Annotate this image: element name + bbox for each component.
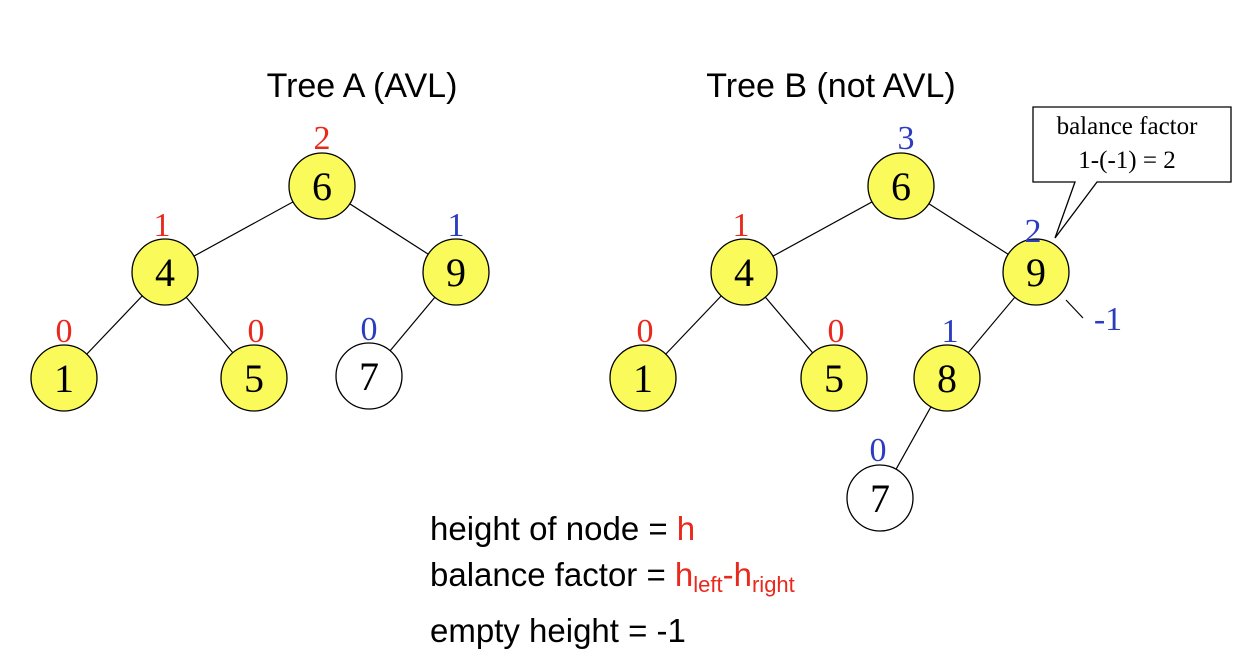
tree-node-a6: 62 xyxy=(288,120,356,220)
tree-node-b7: 70 xyxy=(846,432,914,532)
tree-node-a9: 91 xyxy=(422,207,490,306)
node-key: 1 xyxy=(633,356,653,401)
tree-node-b6: 63 xyxy=(867,120,935,220)
callout-line-2: 1-(-1) = 2 xyxy=(1078,147,1175,174)
tree-node-a1: 10 xyxy=(30,313,98,412)
node-height-label: 0 xyxy=(56,313,73,350)
node-key: 4 xyxy=(734,250,754,295)
legend-balance-formula: hleft-hright xyxy=(674,556,795,597)
legend-minus: - xyxy=(722,556,734,593)
tree-node-b5: 50 xyxy=(800,313,868,412)
tree-node-a4: 41 xyxy=(131,207,199,306)
node-key: 4 xyxy=(155,250,175,295)
node-key: 9 xyxy=(446,250,466,295)
node-key: 6 xyxy=(312,164,332,209)
node-circle xyxy=(913,344,981,412)
node-key: 7 xyxy=(870,476,890,521)
node-circle xyxy=(867,152,935,220)
node-height-label: 3 xyxy=(898,120,915,157)
tree-node-b8: 81 xyxy=(913,313,981,412)
legend-line-balance: balance factor = hleft-hright xyxy=(430,552,795,608)
legend-balance-text: balance factor = xyxy=(430,556,675,593)
node-height-label: 0 xyxy=(637,313,654,350)
node-height-label: 2 xyxy=(314,120,331,157)
empty-child-stub xyxy=(1065,299,1084,319)
legend-right-sub: right xyxy=(751,572,795,597)
node-circle xyxy=(846,464,914,532)
callout-box xyxy=(1032,106,1232,239)
tree-node-b9: 92 xyxy=(1002,213,1070,306)
node-circle xyxy=(131,238,199,306)
node-height-label: 0 xyxy=(828,313,845,350)
node-key: 6 xyxy=(891,164,911,209)
legend-left-sub: left xyxy=(693,572,723,597)
node-circle xyxy=(800,344,868,412)
edges-layer xyxy=(63,185,1037,499)
empty-child-height-label: -1 xyxy=(1094,301,1122,338)
node-key: 7 xyxy=(359,354,379,399)
node-circle xyxy=(30,344,98,412)
node-circle xyxy=(1002,238,1070,306)
legend-line-empty: empty height = -1 xyxy=(430,612,686,649)
node-height-label: 1 xyxy=(448,207,465,244)
tree-node-b1: 10 xyxy=(609,313,677,412)
legend-height-symbol: h xyxy=(676,510,696,547)
node-height-label: 2 xyxy=(1025,213,1042,250)
node-circle xyxy=(609,344,677,412)
node-key: 9 xyxy=(1026,250,1046,295)
node-circle xyxy=(422,238,490,306)
tree-node-b4: 41 xyxy=(710,207,778,306)
node-key: 5 xyxy=(244,356,264,401)
node-circle xyxy=(220,344,288,412)
node-circle xyxy=(288,152,356,220)
legend-height-text: height of node = xyxy=(430,510,677,547)
node-key: 5 xyxy=(824,356,844,401)
tree-b-title: Tree B (not AVL) xyxy=(706,67,955,105)
node-key: 8 xyxy=(937,356,957,401)
callout-line-1: balance factor xyxy=(1057,113,1199,140)
node-height-label: 0 xyxy=(361,311,378,348)
tree-node-a7: 70 xyxy=(335,311,403,410)
node-circle xyxy=(335,342,403,410)
node-height-label: 1 xyxy=(942,313,959,350)
balance-factor-callout: balance factor 1-(-1) = 2 xyxy=(1032,106,1232,239)
tree-a-title: Tree A (AVL) xyxy=(267,67,458,105)
node-height-label: 1 xyxy=(154,207,171,244)
legend: height of node = h balance factor = hlef… xyxy=(430,506,795,654)
legend-h-left: h xyxy=(674,556,694,593)
node-height-label: 0 xyxy=(248,313,265,350)
node-key: 1 xyxy=(54,356,74,401)
node-circle xyxy=(710,238,778,306)
legend-h-right: h xyxy=(733,556,752,593)
node-height-label: 0 xyxy=(870,432,887,469)
node-height-label: 1 xyxy=(733,207,750,244)
tree-node-a5: 50 xyxy=(220,313,288,412)
legend-line-height: height of node = h xyxy=(430,506,795,552)
